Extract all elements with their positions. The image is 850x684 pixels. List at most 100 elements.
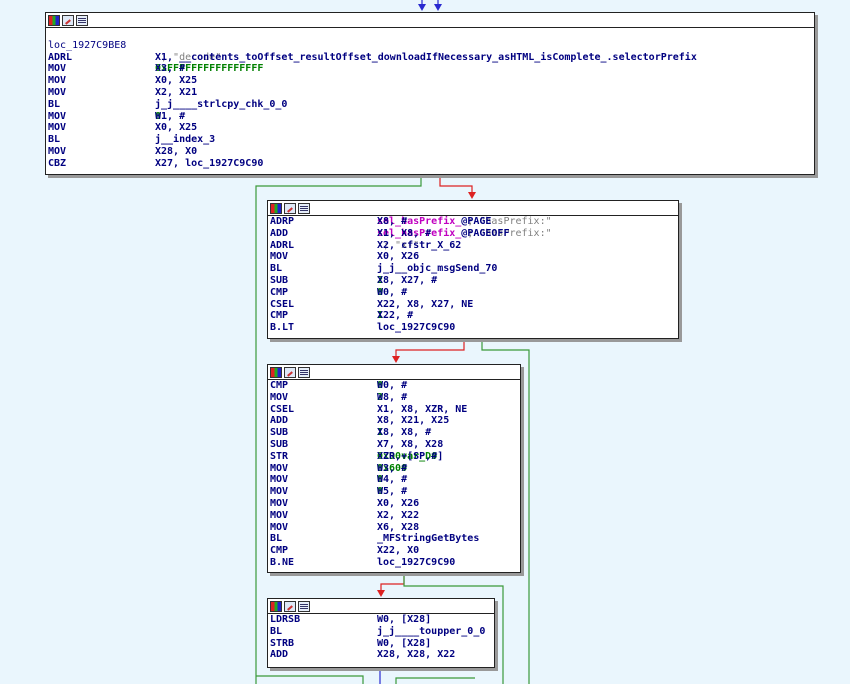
text-view-icon[interactable] bbox=[76, 14, 88, 26]
operand-text[interactable]: W0, [X28] bbox=[377, 614, 432, 625]
mnemonic: SUB bbox=[270, 438, 289, 450]
operand-text[interactable]: loc_1927C9C90 bbox=[377, 556, 456, 568]
operand-text[interactable]: + bbox=[401, 450, 408, 462]
operand-text[interactable]: W5, # bbox=[377, 486, 408, 498]
operand-text[interactable]: j__index_3 bbox=[155, 134, 216, 146]
operand-text[interactable]: _MFStringGetBytes bbox=[377, 533, 480, 545]
operand-text[interactable]: W0, [X28] bbox=[377, 637, 432, 649]
numeric-operand: 0 bbox=[377, 474, 384, 486]
mnemonic: SUB bbox=[270, 274, 289, 286]
operand-text[interactable]: @PAGE bbox=[461, 216, 492, 227]
edit-node-icon[interactable] bbox=[284, 202, 296, 214]
operand-text[interactable]: X27, loc_1927C9C90 bbox=[155, 157, 264, 169]
edge-b1-b2 bbox=[439, 175, 473, 196]
operand-text[interactable]: X8, X21, X25 bbox=[377, 415, 450, 427]
instruction-line: LDRSB W0, [X28] bbox=[270, 614, 492, 626]
operands: X2, cfstr_X_62 ; "x-" bbox=[377, 240, 461, 252]
operand-text[interactable]: X0, X25 bbox=[155, 122, 198, 134]
operand-text[interactable]: X1, __contents_toOffset_resultOffset_dow… bbox=[155, 51, 697, 63]
graph-color-icon[interactable] bbox=[270, 600, 282, 612]
operand-text[interactable]: X2, X22 bbox=[377, 509, 420, 521]
operand-text[interactable]: X6, X28 bbox=[377, 521, 420, 533]
text-view-icon[interactable] bbox=[298, 600, 310, 612]
operand-text[interactable]: X28, X0 bbox=[155, 145, 198, 157]
operand-text[interactable]: X0, X26 bbox=[377, 497, 420, 509]
mnemonic: LDRSB bbox=[270, 614, 301, 625]
mnemonic: CSEL bbox=[270, 298, 295, 310]
graph-color-icon[interactable] bbox=[48, 14, 60, 26]
mnemonic: MOV bbox=[48, 75, 67, 87]
symbol-operand[interactable]: sel_hasPrefix_ bbox=[377, 216, 462, 227]
mnemonic: MOV bbox=[270, 521, 289, 533]
mnemonic: MOV bbox=[48, 145, 67, 157]
mnemonic: ADD bbox=[270, 415, 289, 427]
operand-text[interactable]: loc_1927C9C90 bbox=[377, 322, 456, 334]
operands: W1, #0 bbox=[155, 111, 185, 123]
mnemonic: B.LT bbox=[270, 322, 295, 334]
operand-text[interactable]: X8, X27, # bbox=[377, 274, 438, 286]
edge-b3-exit bbox=[403, 573, 504, 684]
operands: X8, X8, #1 bbox=[377, 427, 431, 439]
operands: W4, #0 bbox=[377, 474, 407, 486]
symbol-operand[interactable]: sel_hasPrefix_ bbox=[377, 227, 462, 239]
operand-text[interactable]: W1, # bbox=[155, 110, 186, 122]
operand-text[interactable]: W8, # bbox=[377, 391, 408, 403]
operands: X3, #0xFFFFFFFFFFFFFFFF bbox=[155, 63, 263, 75]
operand-text[interactable]: @PAGEOFF bbox=[461, 227, 510, 239]
edit-node-icon[interactable] bbox=[62, 14, 74, 26]
edit-node-icon[interactable] bbox=[284, 366, 296, 378]
operand-text[interactable]: X28, X28, X22 bbox=[377, 649, 456, 661]
numeric-operand: 0xFFFFFFFFFFFFFFFF bbox=[155, 63, 264, 75]
operand-text[interactable]: j_j____toupper_0_0 bbox=[377, 625, 486, 637]
operand-text[interactable]: X8, # bbox=[377, 216, 408, 227]
operand-text[interactable]: X22, # bbox=[377, 310, 414, 322]
operand-text[interactable]: X22, X8, X27, NE bbox=[377, 298, 474, 310]
operand-text[interactable]: X0, X25 bbox=[155, 75, 198, 87]
operand-text[interactable]: W3, # bbox=[377, 462, 408, 474]
operand-text[interactable]: X7, X8, X28 bbox=[377, 438, 444, 450]
operands: X1, __contents_toOffset_resultOffset_dow… bbox=[155, 52, 697, 64]
instruction-line: BL j_j____toupper_0_0 bbox=[270, 626, 492, 638]
operand-text[interactable]: j_j__objc_msgSend_70 bbox=[377, 263, 498, 275]
operand-text[interactable]: W0, # bbox=[377, 380, 408, 391]
edit-node-icon[interactable] bbox=[284, 600, 296, 612]
operand-text[interactable]: W0, # bbox=[377, 286, 408, 298]
edge-b2-exit bbox=[481, 339, 530, 684]
operand-text[interactable]: X3, # bbox=[155, 63, 186, 75]
text-view-icon[interactable] bbox=[298, 202, 310, 214]
code-label bbox=[48, 28, 812, 40]
operand-text[interactable]: X1, X8, XZR, NE bbox=[377, 403, 468, 415]
edge-b2-b3 bbox=[395, 339, 465, 360]
operand-text[interactable]: X8, X8, # bbox=[377, 427, 432, 439]
operand-text[interactable]: X22, X0 bbox=[377, 545, 420, 557]
instruction-line: MOV X28, X0 bbox=[48, 146, 812, 158]
block-header bbox=[268, 201, 678, 216]
numeric-operand: 2 bbox=[377, 274, 384, 286]
graph-color-icon[interactable] bbox=[270, 366, 282, 378]
mnemonic: BL bbox=[270, 625, 283, 637]
text-view-icon[interactable] bbox=[298, 366, 310, 378]
operand-text[interactable]: W4, # bbox=[377, 474, 408, 486]
operand-text[interactable]: X2, X21 bbox=[155, 86, 198, 98]
operand-text[interactable]: XZR, [SP,# bbox=[377, 450, 438, 462]
graph-color-icon[interactable] bbox=[270, 202, 282, 214]
operand-text[interactable]: j_j____strlcpy_chk_0_0 bbox=[155, 98, 288, 110]
operand-text[interactable]: X1, X8, # bbox=[377, 227, 432, 239]
operand-text[interactable]: ] bbox=[437, 450, 444, 462]
mnemonic: MOV bbox=[270, 391, 289, 403]
operand-text[interactable]: X2, cfstr_X_62 bbox=[377, 239, 462, 251]
operand-text[interactable]: X0, X26 bbox=[377, 251, 420, 263]
block-header bbox=[46, 13, 814, 28]
